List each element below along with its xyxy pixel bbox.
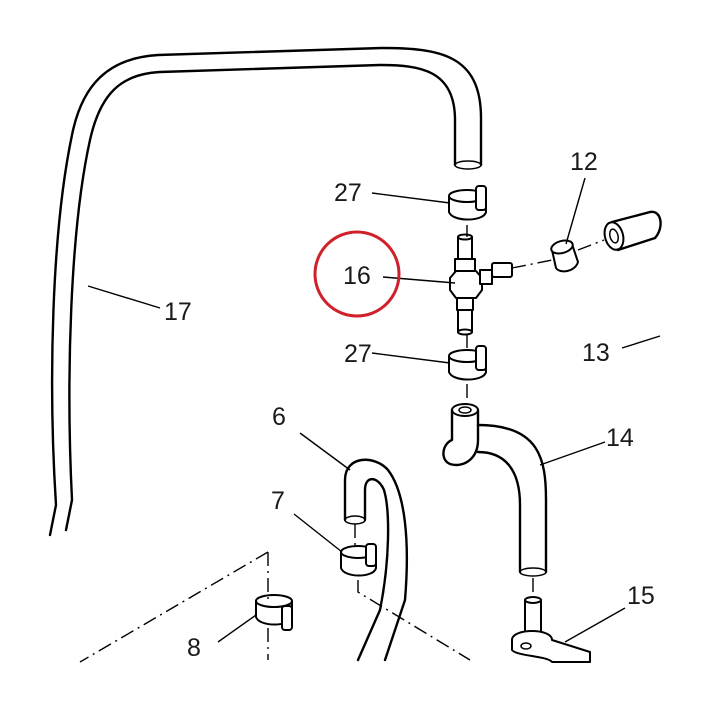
t-fitting-16[interactable] <box>449 233 513 336</box>
label-15: 15 <box>627 582 655 610</box>
label-16: 16 <box>343 262 371 290</box>
label-12: 12 <box>570 148 598 176</box>
leader-lines <box>87 177 661 643</box>
part-15[interactable] <box>511 596 591 663</box>
label-7: 7 <box>271 487 285 515</box>
label-27-top: 27 <box>334 179 362 207</box>
label-13: 13 <box>582 339 610 367</box>
clamp-12[interactable] <box>550 238 579 273</box>
clamp-7[interactable] <box>340 543 377 577</box>
center-lines <box>79 225 605 663</box>
label-17: 17 <box>164 298 192 326</box>
clamp-27-bottom[interactable] <box>448 345 487 381</box>
hose-17[interactable] <box>48 46 483 537</box>
highlight-circle <box>313 230 401 318</box>
label-8: 8 <box>187 634 201 662</box>
label-27-bottom: 27 <box>344 340 372 368</box>
hose-14[interactable] <box>442 403 548 577</box>
label-6: 6 <box>272 403 286 431</box>
label-14: 14 <box>606 424 634 452</box>
clamp-8[interactable] <box>255 594 293 631</box>
hose-13[interactable] <box>602 210 662 252</box>
clamp-27-top[interactable] <box>448 185 487 221</box>
